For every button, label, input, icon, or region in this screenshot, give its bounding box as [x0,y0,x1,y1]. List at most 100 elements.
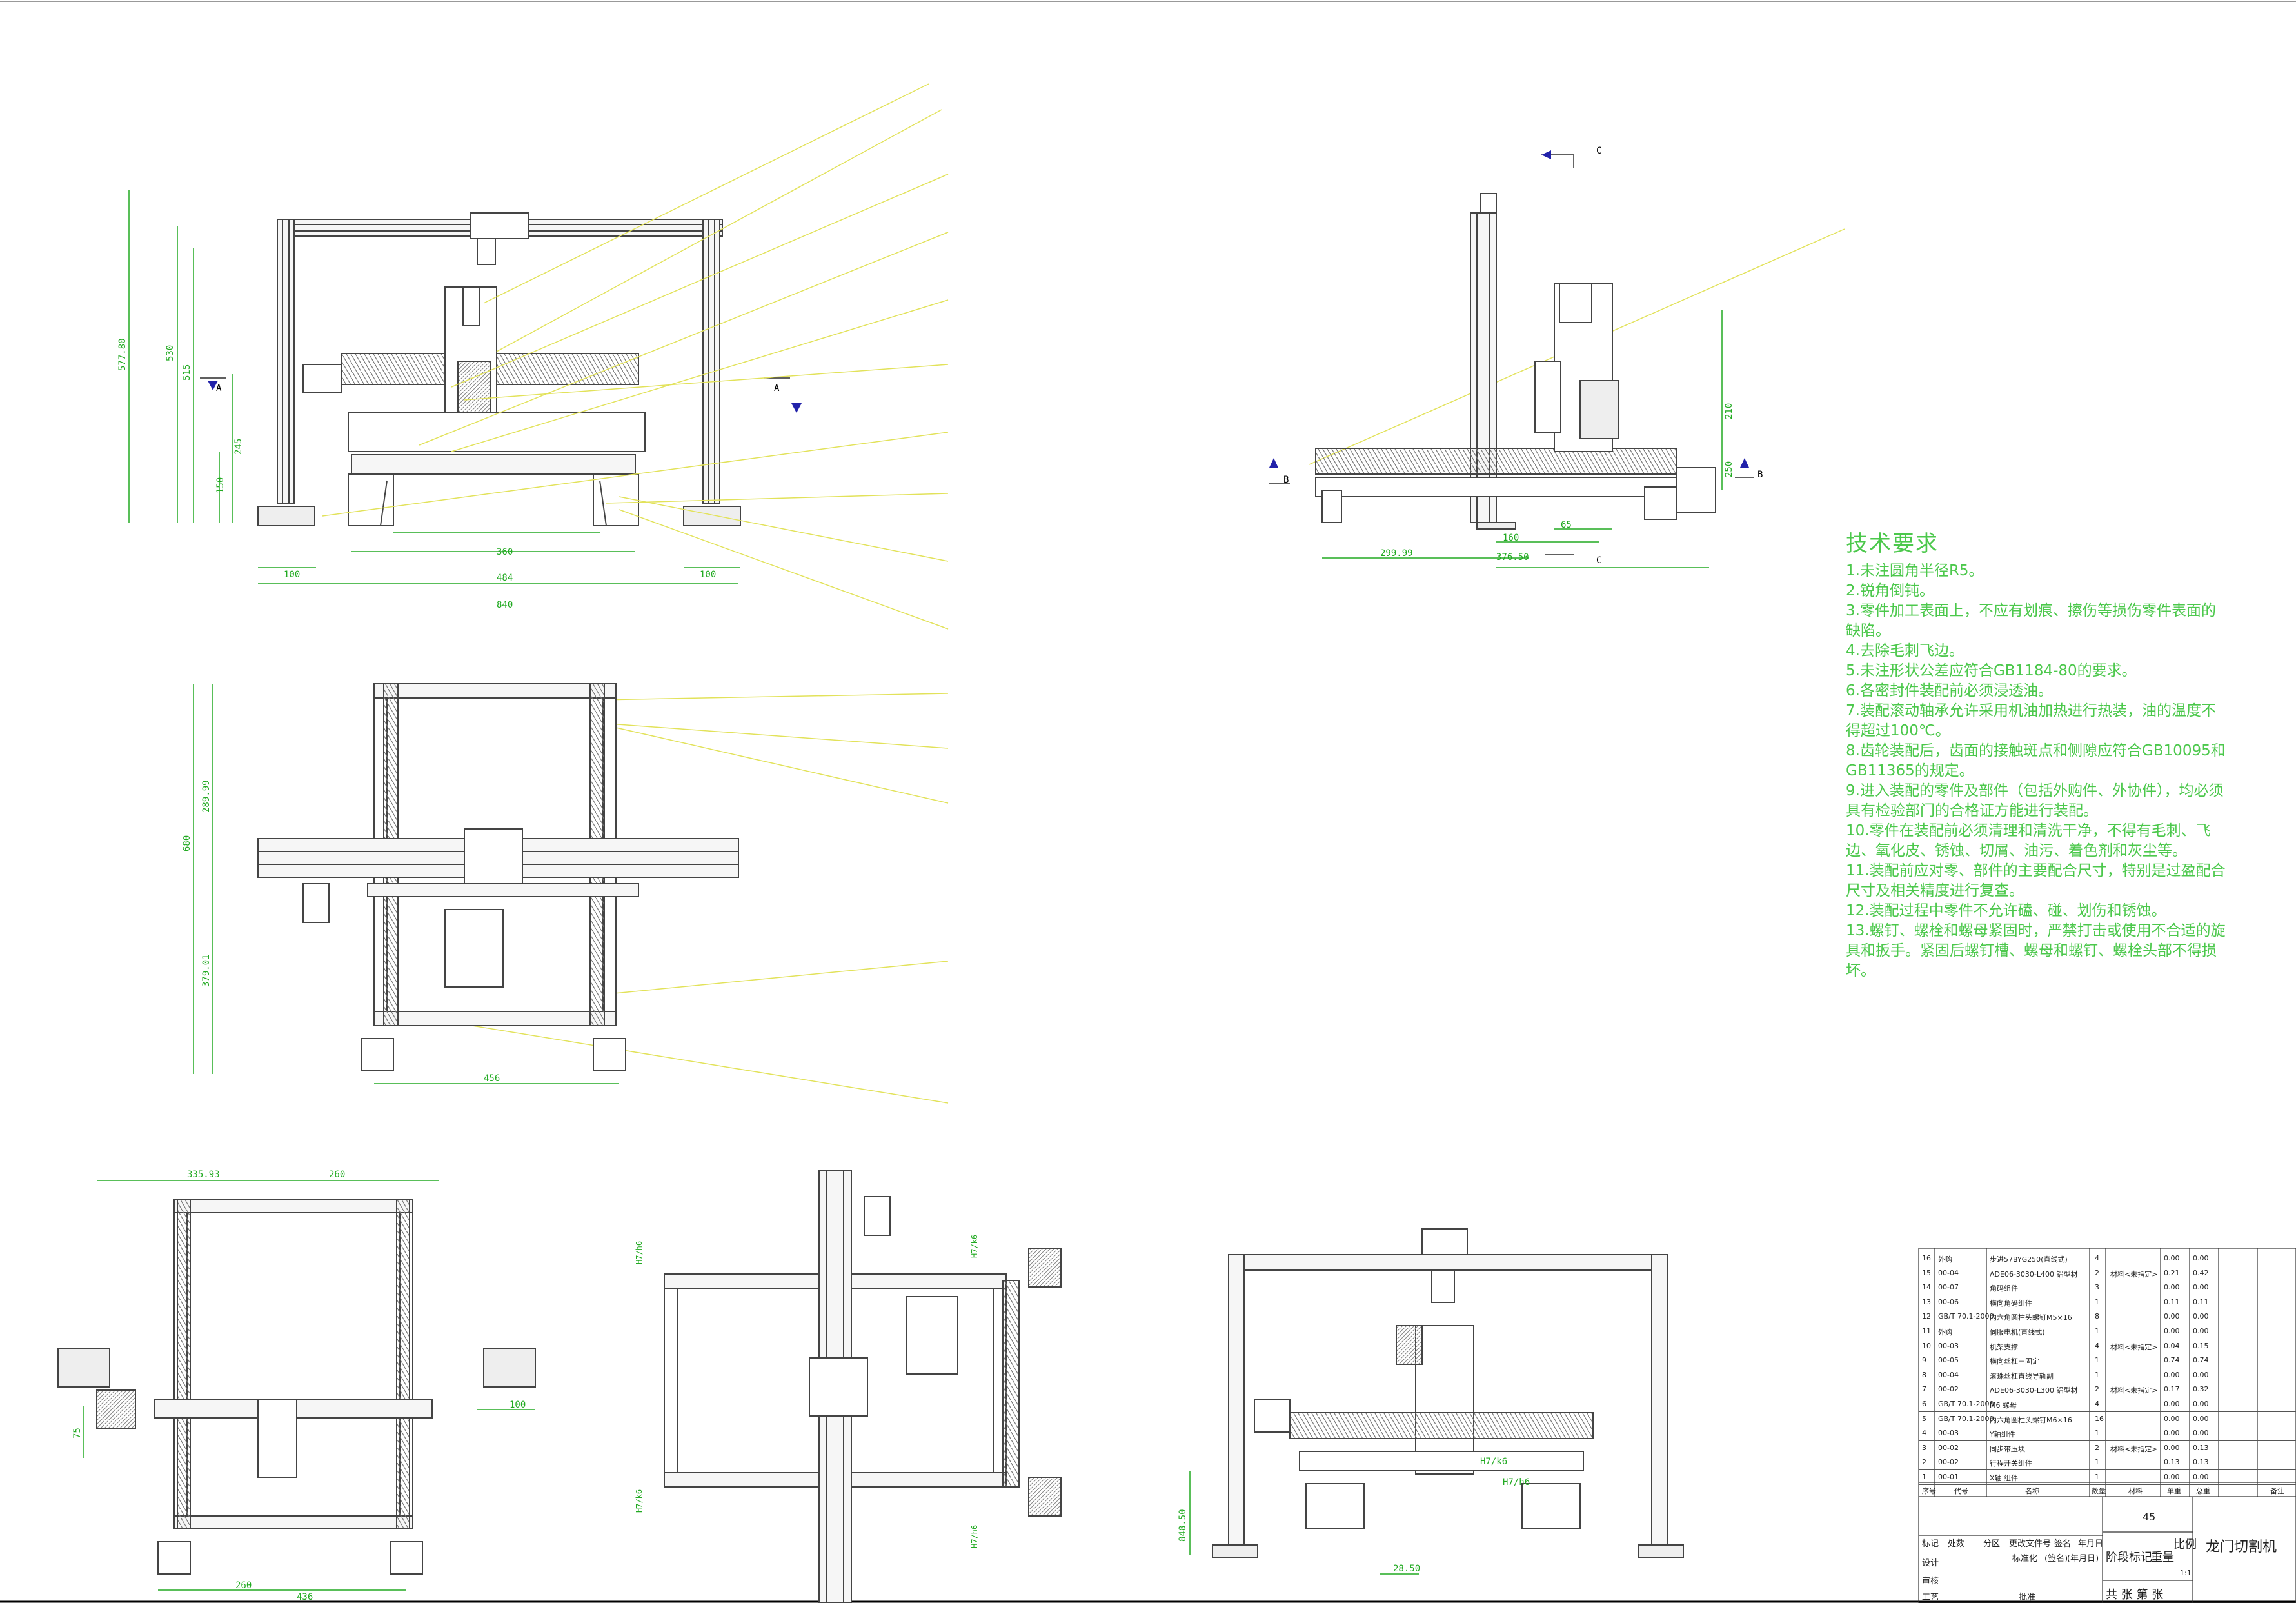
bom-cell-code: 00-06 [1938,1297,1959,1306]
bom-header-code: 代号 [1954,1487,1968,1495]
drawing-title: 龙门切割机 [2206,1539,2277,1555]
bom-cell-no: 15 [1922,1268,1931,1277]
dim-front-2: 515 [182,364,192,381]
dim-front-1: 530 [165,345,175,361]
sign-label-4: 签名 [2054,1539,2072,1549]
bom-cell-w2: 0.00 [2193,1254,2209,1262]
stage-mark: 阶段标记 [2106,1551,2152,1564]
bom-cell-no: 10 [1922,1341,1931,1350]
tech-item-10: 10.零件在装配前必须清理和清洗干净，不得有毛刺、飞边、氧化皮、锈蚀、切屑、油污… [1846,822,2211,859]
side-view-dims: 210 250 299.99 160 376.50 65 C C B B [1283,146,1763,566]
bom-cell-w1: 0.00 [2164,1283,2180,1292]
dim-bl-5: 75 [72,1428,83,1439]
bom-cell-w1: 0.00 [2164,1254,2180,1262]
bottom-left-dims: 335.93 260 260 436 100 75 [72,1170,526,1602]
bom-cell-code: 00-03 [1938,1341,1959,1350]
dim-top-3: 456 [484,1073,500,1084]
dim-front-5: 360 [497,547,513,557]
bom-cell-w2: 0.13 [2193,1443,2209,1452]
dim-bl-0: 335.93 [187,1170,220,1180]
front-view [128,190,802,584]
bom-cell-code: GB/T 70.1-2000 [1938,1312,1994,1321]
bom-cell-w2: 0.00 [2193,1400,2209,1408]
extra-sign: (签名) [2044,1554,2068,1564]
sign-label-5: 年月日 [2078,1539,2104,1549]
dim-front-7: 840 [497,600,513,610]
bom-cell-code: GB/T 70.1-2000 [1938,1400,1994,1408]
bom-cell-name: 横向角码组件 [1990,1299,2032,1308]
dim-br-1: 28.50 [1393,1564,1420,1574]
dim-front-6: 484 [497,573,513,583]
bom-cell-name: 步进57BYG250(直线式) [1990,1255,2068,1264]
bom-cell-w2: 0.00 [2193,1312,2209,1321]
dim-side-5: 65 [1561,520,1572,530]
dim-top-1: 289.99 [201,780,212,813]
tech-item-8: 8.齿轮装配后，齿面的接触斑点和侧隙应符合GB10095和GB11365的规定。 [1846,742,2226,779]
bom-cell-w2: 0.00 [2193,1327,2209,1335]
bom-cell-w2: 0.32 [2193,1385,2209,1394]
bom-cell-w2: 0.00 [2193,1370,2209,1379]
bom-cell-w2: 0.11 [2193,1297,2209,1306]
side-view [1269,150,1754,568]
fit-bm-0: H7/h6 [635,1241,644,1264]
fit-bm-2: H7/k6 [635,1489,644,1513]
bom-row-line [1919,1484,2296,1485]
sign-label-1: 处数 [1948,1539,1965,1549]
bom-cell-code: 00-07 [1938,1283,1959,1292]
tech-item-3: 3.零件加工表面上，不应有划痕、擦伤等损伤零件表面的缺陷。 [1846,602,2216,639]
sign-label-3: 更改文件号 [2009,1539,2052,1549]
fit-bm-3: H7/h6 [970,1525,979,1548]
bom-cell-name: ADE06-3030-L300 铝型材 [1990,1386,2078,1395]
tech-requirements: 技术要求 1.未注圆角半径R5。 2.锐角倒钝。 3.零件加工表面上，不应有划痕… [1846,526,2226,981]
role-process: 工艺 [1922,1593,1939,1602]
bom-cell-qty: 2 [2095,1268,2099,1277]
dim-top-0: 680 [182,835,192,851]
bom-header-qty: 数量 [2092,1487,2106,1495]
bom-cell-qty: 4 [2095,1400,2099,1408]
tech-item-11: 11.装配前应对零、部件的主要配合尺寸，特别是过盈配合尺寸及相关精度进行复查。 [1846,862,2226,899]
bom-cell-no: 11 [1922,1327,1931,1335]
extra-date: (年月日) [2067,1554,2099,1564]
dim-front-9: 100 [700,570,716,580]
bom-header-name: 名称 [2025,1487,2039,1495]
bom-cell-no: 1 [1922,1473,1926,1481]
bom-cell-w1: 0.00 [2164,1473,2180,1481]
dim-top-2: 379.01 [201,954,212,987]
fit-br-0: H7/k6 [1480,1457,1507,1467]
bom-cell-qty: 2 [2095,1385,2099,1394]
tech-item-4: 4.去除毛刺飞边。 [1846,642,1964,659]
bom-cell-code: 00-03 [1938,1429,1959,1438]
bom-cell-code: 00-02 [1938,1385,1959,1394]
bom-cell-w1: 0.17 [2164,1385,2180,1394]
bom-cell-name: Y轴组件 [1990,1430,2015,1439]
top-view-dims: 680 289.99 379.01 456 [182,780,500,1084]
dim-side-1: 250 [1724,461,1734,477]
dim-front-8: 100 [284,570,300,580]
bom-header-w2: 总重 [2196,1487,2210,1495]
dim-side-0: 210 [1724,403,1734,419]
bom-cell-name: ADE06-3030-L400 铝型材 [1990,1269,2078,1279]
bom-cell-w2: 0.00 [2193,1429,2209,1438]
bom-cell-name: X轴 组件 [1990,1474,2019,1482]
bom-cell-qty: 2 [2095,1443,2099,1452]
bom-cell-no: 3 [1922,1443,1926,1452]
section-mark-b-right: B [1757,470,1763,480]
bom-cell-no: 8 [1922,1370,1926,1379]
bom-cell-w1: 0.00 [2164,1429,2180,1438]
bom-cell-w1: 0.00 [2164,1312,2180,1321]
material-value: 45 [2143,1511,2156,1523]
bottom-middle-view [664,1170,1062,1603]
bom-cell-w2: 0.00 [2193,1414,2209,1423]
bom-cell-mat: 材料<未指定> [2110,1444,2158,1453]
tech-item-13: 13.螺钉、螺栓和螺母紧固时，严禁打击或使用不合适的旋具和扳手。紧固后螺钉槽、螺… [1846,922,2226,979]
section-mark-c-bottom: C [1596,555,1601,566]
fit-br-1: H7/h6 [1503,1477,1530,1488]
bom-header-mat: 材料 [2128,1487,2143,1495]
section-mark-a-right: A [774,383,780,393]
bom-cell-name: 内六角圆柱头螺钉M5×16 [1990,1313,2072,1322]
bom-cell-code: 00-04 [1938,1268,1959,1277]
tech-item-9: 9.进入装配的零件及部件（包括外购件、外协件），均必须具有检验部门的合格证方能进… [1846,782,2224,819]
bom-cell-name: 同步带压块 [1990,1444,2025,1453]
role-review: 审核 [1922,1577,1939,1586]
dim-front-0: 577.80 [117,338,128,371]
